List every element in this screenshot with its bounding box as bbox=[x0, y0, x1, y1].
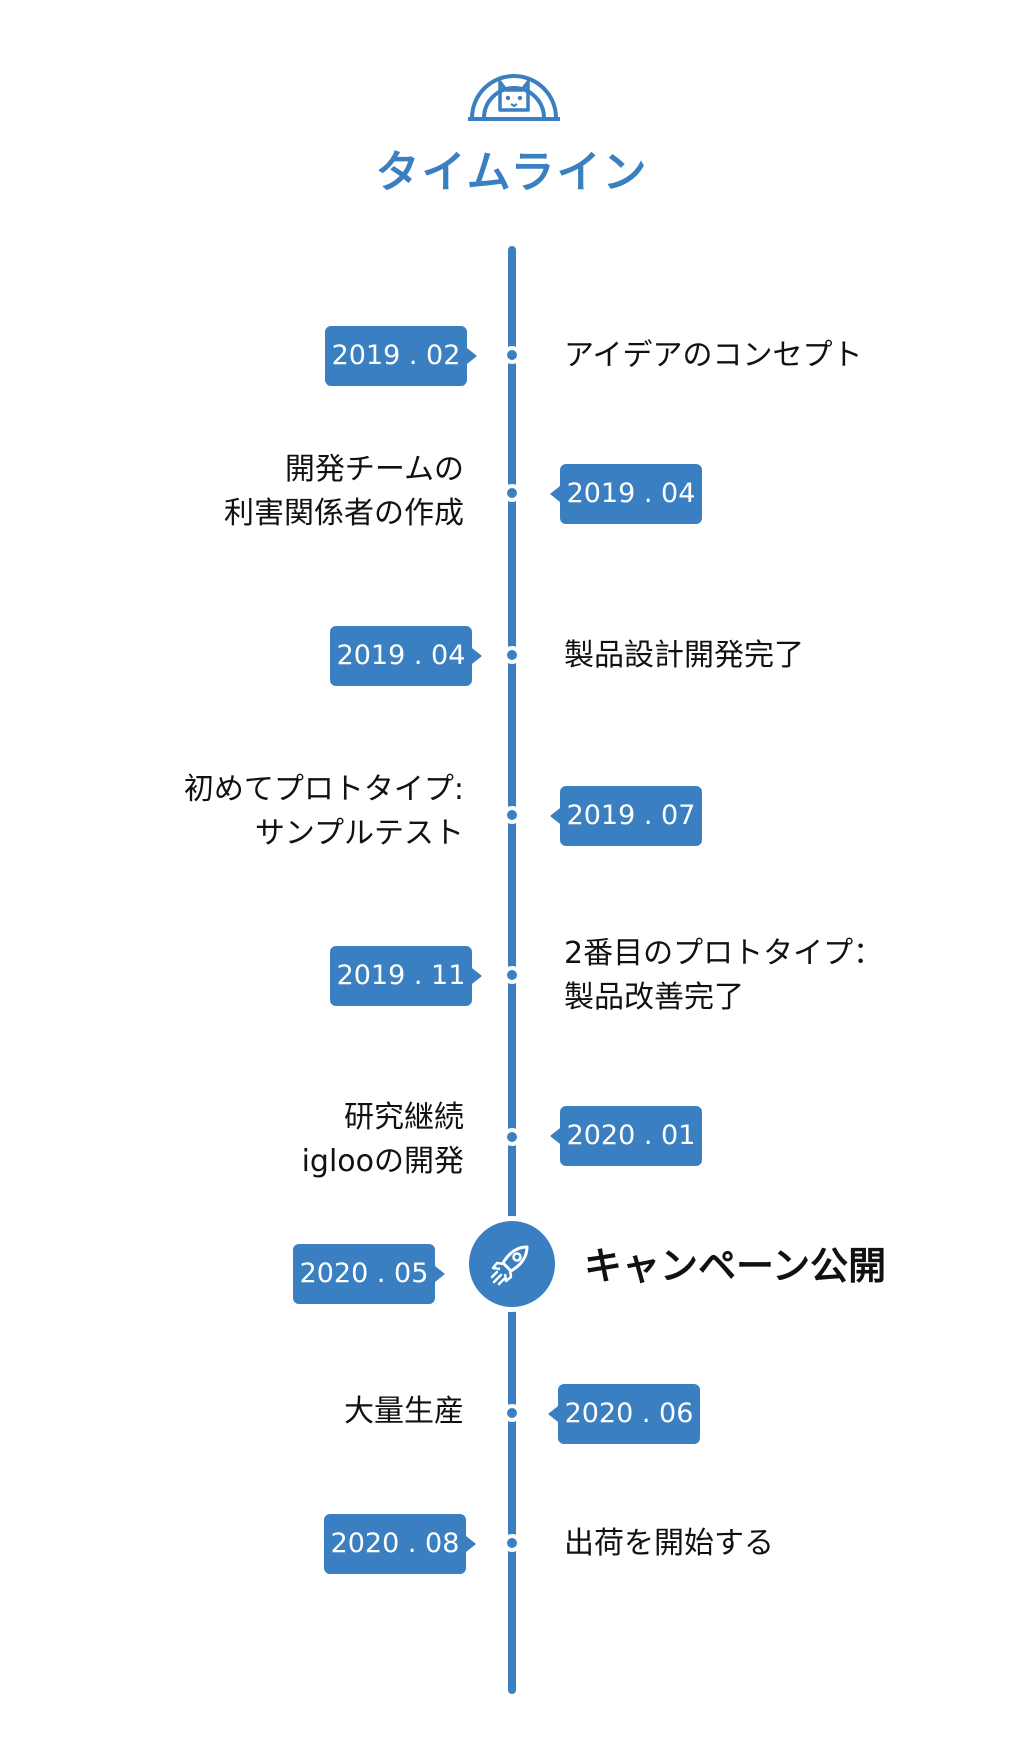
event-label-line: 製品設計開発完了 bbox=[564, 638, 804, 673]
event-label-line: サンプルテスト bbox=[254, 816, 464, 851]
event-label: 出荷を開始する bbox=[564, 1522, 774, 1566]
date-badge: 2019 . 02 bbox=[325, 326, 477, 386]
timeline-dot bbox=[503, 646, 521, 664]
timeline-dot bbox=[503, 1404, 521, 1422]
event-label-line: 開発チームの bbox=[284, 452, 464, 487]
date-badge: 2020 . 06 bbox=[548, 1384, 700, 1444]
event-label-line: 出荷を開始する bbox=[564, 1526, 774, 1561]
date-badge: 2020 . 01 bbox=[550, 1106, 702, 1166]
event-label-line: キャンペーン公開 bbox=[584, 1244, 887, 1288]
date-badge: 2019 . 04 bbox=[550, 464, 702, 524]
date-badge: 2020 . 05 bbox=[293, 1244, 445, 1304]
event-label-line: 製品改善完了 bbox=[564, 980, 744, 1015]
event-label: 製品設計開発完了 bbox=[564, 634, 804, 678]
date-badge: 2019 . 07 bbox=[550, 786, 702, 846]
event-label: 研究継続 iglooの開発 bbox=[302, 1096, 464, 1184]
event-label: 初めてプロトタイプ: サンプルテスト bbox=[184, 768, 464, 856]
event-label-line: 2番目のプロトタイプ： bbox=[564, 936, 884, 971]
cat-igloo-logo-icon bbox=[468, 74, 560, 121]
date-badge: 2019 . 04 bbox=[330, 626, 482, 686]
rocket-icon bbox=[490, 1245, 529, 1286]
event-label: アイデアのコンセプト bbox=[564, 334, 863, 378]
milestone-marker bbox=[464, 1216, 560, 1312]
event-label-line: 利害関係者の作成 bbox=[224, 496, 464, 531]
timeline-dot bbox=[503, 806, 521, 824]
event-label: 開発チームの 利害関係者の作成 bbox=[224, 448, 464, 536]
event-label-line: iglooの開発 bbox=[301, 1144, 464, 1179]
timeline-dot bbox=[503, 966, 521, 984]
event-label: キャンペーン公開 bbox=[584, 1244, 886, 1288]
event-label-line: 研究継続 bbox=[344, 1100, 464, 1135]
event-label: 大量生産 bbox=[344, 1390, 464, 1434]
timeline-dot bbox=[503, 484, 521, 502]
date-badge: 2019 . 11 bbox=[330, 946, 482, 1006]
timeline-dot bbox=[503, 1128, 521, 1146]
page-title: タイムライン bbox=[375, 147, 649, 198]
event-label-line: 初めてプロトタイプ: bbox=[183, 772, 464, 807]
event-label-line: 大量生産 bbox=[344, 1394, 464, 1429]
event-label-line: アイデアのコンセプト bbox=[564, 338, 863, 373]
event-label: 2番目のプロトタイプ： 製品改善完了 bbox=[564, 932, 883, 1020]
date-badge: 2020 . 08 bbox=[324, 1514, 476, 1574]
timeline-dot bbox=[503, 346, 521, 364]
timeline-dot bbox=[503, 1534, 521, 1552]
